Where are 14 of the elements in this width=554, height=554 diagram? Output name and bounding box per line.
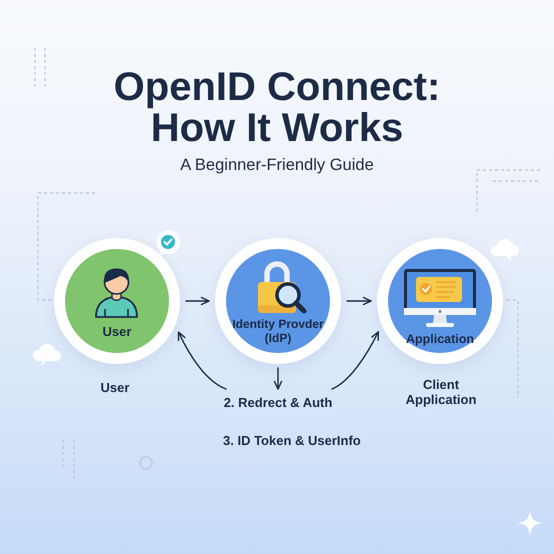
curved-arrow — [331, 331, 379, 390]
title: OpenID Connect: How It Works — [112, 67, 442, 149]
arrow — [274, 367, 282, 390]
step-label: 2. Redrect & Auth — [224, 395, 332, 411]
arrow — [185, 296, 210, 306]
curved-arrow — [178, 331, 227, 390]
node-label: User — [102, 325, 132, 339]
subtitle: A Beginner-Friendly Guide — [180, 155, 374, 175]
node-caption: Client Application — [404, 377, 478, 407]
node-caption: User — [100, 380, 130, 395]
node-label: Identity Provder (IdP) — [231, 317, 325, 345]
arrow — [346, 296, 372, 306]
step-label: 3. ID Token & UserInfo — [223, 433, 361, 449]
node-label: Application — [406, 332, 474, 346]
